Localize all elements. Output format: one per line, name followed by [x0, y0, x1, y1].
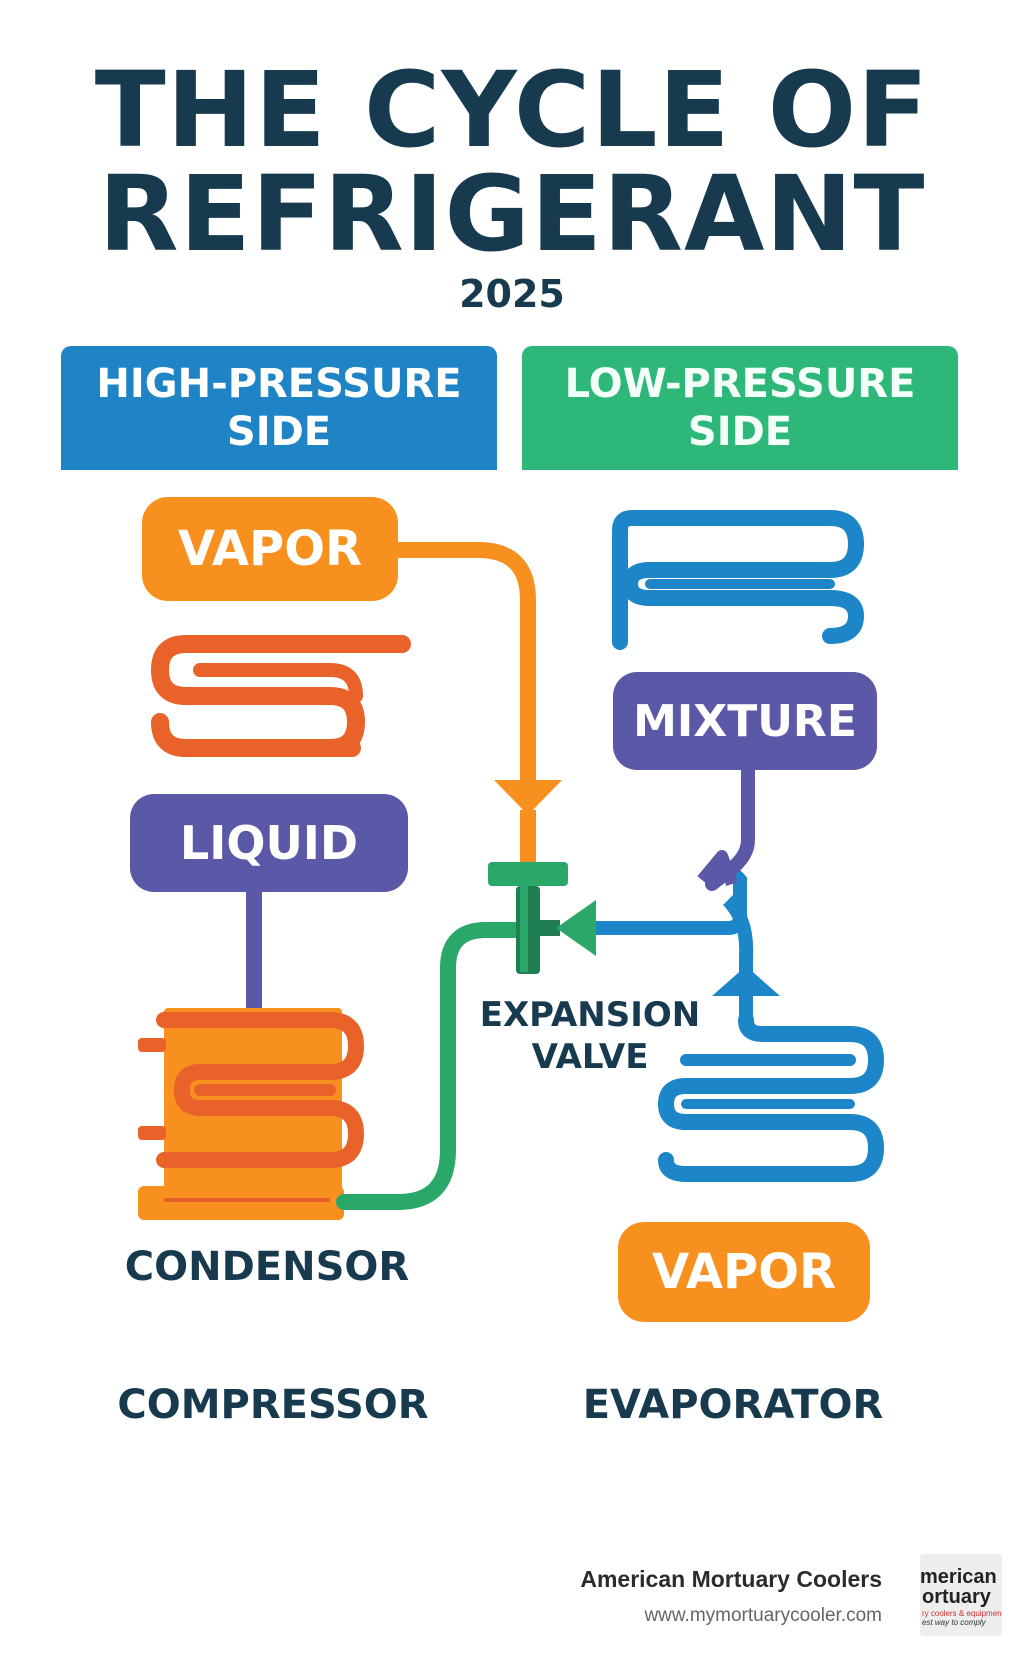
vapor-low-pill: VAPOR	[618, 1222, 870, 1322]
evaporator-coil-top	[612, 510, 865, 650]
condensor-label: CONDENSOR	[124, 1244, 410, 1290]
brand-block: American Mortuary Coolers www.mymortuary…	[580, 1566, 882, 1627]
liquid-line	[246, 886, 262, 1010]
mixture-label: MIXTURE	[633, 695, 857, 747]
vapor-high-label: VAPOR	[178, 521, 362, 577]
valve-cap	[488, 862, 568, 886]
evaporator-riser	[722, 895, 754, 1020]
brand-logo: merican ortuary ry coolers & equipment e…	[920, 1554, 1002, 1636]
expansion-valve-label: EXPANSION VALVE	[470, 994, 710, 1078]
high-pressure-side-header: HIGH-PRESSURE SIDE	[61, 346, 497, 470]
valve-outlet-cone	[556, 900, 596, 956]
high-side-line-2: SIDE	[226, 409, 332, 455]
vapor-high-pill: VAPOR	[142, 497, 398, 601]
vapor-pipe-lower	[520, 810, 536, 866]
compressor-base	[138, 1186, 344, 1220]
title-line-2: REFRIGERANT	[98, 153, 926, 275]
valve-crossbar	[530, 920, 560, 936]
brand-url: www.mymortuarycooler.com	[644, 1605, 882, 1626]
year-label: 2025	[459, 272, 565, 316]
compressor-outlet-pipe	[336, 922, 530, 1210]
expansion-valve-line-2: VALVE	[531, 1037, 649, 1077]
mixture-pill: MIXTURE	[613, 672, 877, 770]
evaporator-label: EVAPORATOR	[582, 1382, 884, 1428]
low-pressure-side-header: LOW-PRESSURE SIDE	[522, 346, 958, 470]
vapor-pipe	[382, 542, 536, 798]
compressor-stub-1	[138, 1038, 166, 1052]
brand-name: American Mortuary Coolers	[580, 1566, 882, 1592]
condenser-coil	[150, 635, 366, 757]
title-line-1: THE CYCLE OF	[94, 49, 930, 171]
logo-text-4: est way to comply	[922, 1618, 986, 1627]
low-side-line-1: LOW-PRESSURE	[564, 361, 916, 407]
logo-text-2: ortuary	[922, 1586, 991, 1608]
expansion-valve-line-1: EXPANSION	[479, 995, 701, 1035]
liquid-label: LIQUID	[179, 816, 359, 870]
page-title: THE CYCLE OF REFRIGERANT	[0, 58, 1024, 266]
compressor-label: COMPRESSOR	[117, 1382, 429, 1428]
vapor-low-label: VAPOR	[652, 1244, 836, 1300]
compressor-stub-2	[138, 1126, 166, 1140]
logo-text-3: ry coolers & equipment	[922, 1609, 1002, 1618]
low-side-line-2: SIDE	[687, 409, 793, 455]
liquid-pill: LIQUID	[130, 794, 408, 892]
compressor-coil	[156, 1012, 365, 1168]
mixture-flow-notch	[697, 850, 738, 887]
logo-text-1: merican	[920, 1566, 997, 1588]
condenser-coil-inner	[193, 663, 363, 703]
evaporator-coil-bottom	[657, 1012, 885, 1182]
valve-stem-shadow	[520, 886, 528, 972]
evaporator-flow-arrow	[712, 966, 780, 996]
vapor-flow-arrow	[494, 780, 562, 815]
high-side-line-1: HIGH-PRESSURE	[96, 361, 462, 407]
